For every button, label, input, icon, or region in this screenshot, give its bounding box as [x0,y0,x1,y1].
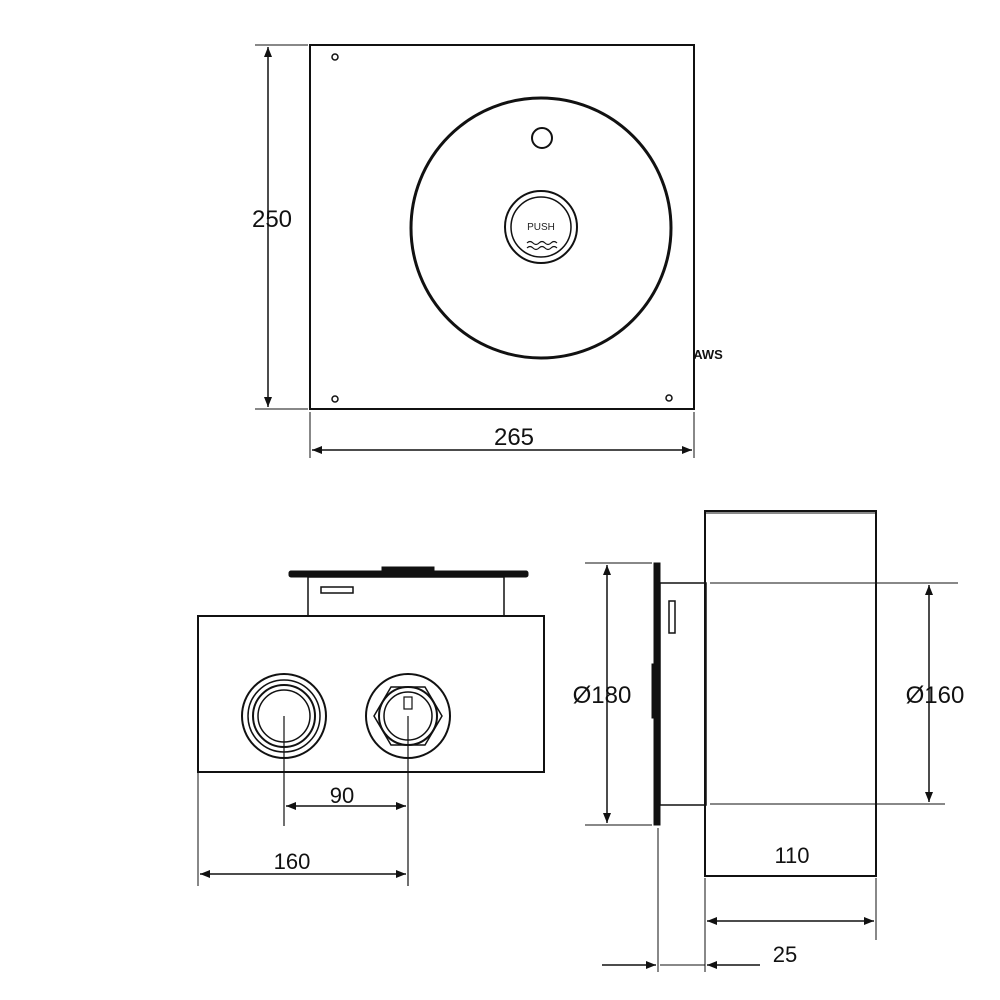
plate-diameter-label: Ø180 [573,682,632,709]
brand-logo: AWS [693,347,723,362]
push-button-inner [510,196,572,258]
offset-label: 25 [773,942,797,967]
flange-top [381,566,435,572]
indicator-hole [531,127,553,149]
screw-hole-bottom-right [665,394,673,402]
push-button-outer [504,190,578,264]
flange-plate [288,570,529,578]
outlet-port-key [403,696,413,710]
water-wave-icon [526,240,558,251]
neck-slot [320,586,354,594]
valve-body [197,615,545,773]
front-view [309,44,695,410]
height-label: 250 [252,206,292,233]
depth-label: 110 [774,843,809,868]
front-dimensions [255,44,695,458]
housing-body [704,510,877,877]
push-label: PUSH [527,222,555,233]
cover-plate [309,44,695,410]
spacing-label: 90 [330,783,354,808]
mounting-neck [659,582,707,806]
body-diameter-label: Ø160 [906,682,965,709]
plate-slot [668,600,676,634]
screw-hole-bottom-left [331,395,339,403]
bottom-dimensions [197,716,409,886]
side-dimensions [585,562,958,972]
side-view [651,510,877,877]
outlet-port-hex [373,686,443,746]
bottom-view [197,566,545,773]
body-width-label: 160 [274,849,311,874]
width-label: 265 [494,424,534,451]
plate-button-detail [651,663,657,719]
neck [307,576,505,617]
round-faceplate [409,96,673,360]
screw-hole-top-left [331,53,339,61]
